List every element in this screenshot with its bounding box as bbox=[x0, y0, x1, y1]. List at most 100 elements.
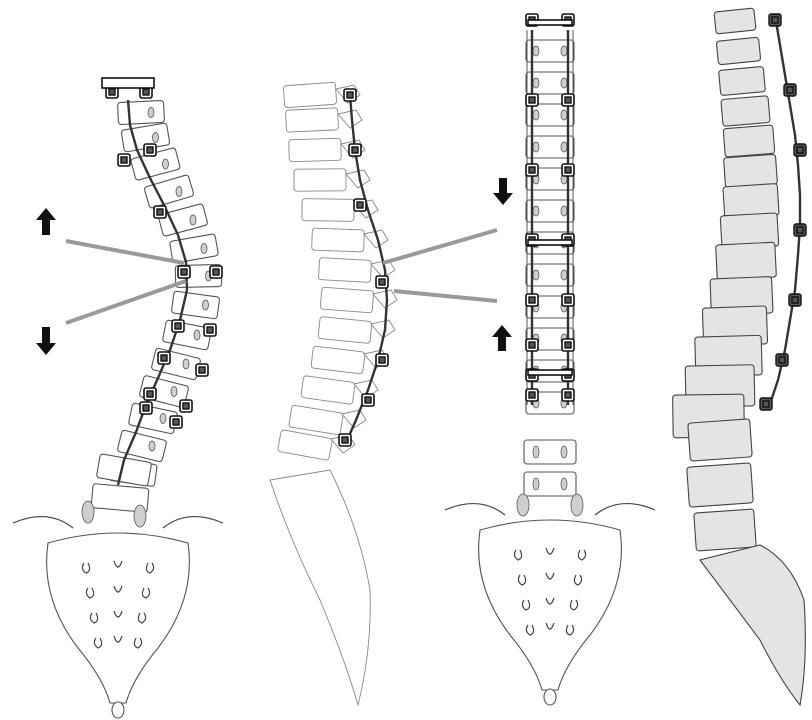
panel-coronal-curved bbox=[13, 78, 223, 718]
vertebra bbox=[117, 100, 164, 124]
vertebra-body bbox=[302, 199, 354, 222]
screw-set bbox=[157, 209, 163, 215]
screw-set bbox=[357, 202, 363, 208]
sacrum-lateral bbox=[270, 470, 370, 705]
sacral-ala-oval bbox=[134, 505, 146, 527]
screw-set bbox=[342, 437, 348, 443]
pedicle-screw-icon bbox=[769, 14, 781, 26]
sacral-ala-oval bbox=[82, 501, 94, 523]
screw-set bbox=[787, 87, 793, 93]
vertebra-body bbox=[289, 138, 342, 161]
pedicle-screw-icon bbox=[789, 294, 801, 306]
pedicle-oval bbox=[183, 359, 189, 369]
pedicle-oval bbox=[533, 270, 539, 280]
coccyx bbox=[112, 702, 124, 718]
sacrum-body bbox=[479, 520, 622, 690]
pedicle-oval bbox=[148, 108, 154, 118]
vertebra-lumbar bbox=[687, 463, 754, 507]
pedicle-screw-icon bbox=[210, 266, 222, 278]
pedicle-oval bbox=[533, 46, 539, 56]
pedicle-screw-icon bbox=[562, 339, 574, 351]
screw-set bbox=[529, 392, 535, 398]
pedicle-oval bbox=[160, 414, 166, 424]
pedicle-screw-icon bbox=[794, 144, 806, 156]
spinous-process bbox=[373, 290, 397, 308]
screw-set bbox=[529, 297, 535, 303]
screw-set bbox=[379, 357, 385, 363]
pedicle-oval bbox=[149, 441, 155, 451]
pedicle-screw-icon bbox=[172, 320, 184, 332]
screw-set bbox=[529, 167, 535, 173]
screw-set bbox=[565, 297, 571, 303]
pedicle-oval bbox=[561, 206, 567, 216]
vertebra-body bbox=[285, 108, 338, 133]
pedicle-screw-icon bbox=[118, 154, 130, 166]
vertebra-body bbox=[283, 82, 336, 108]
sacrum-body bbox=[47, 533, 190, 703]
cross-link bbox=[528, 20, 572, 25]
screw-set bbox=[173, 419, 179, 425]
screw-set bbox=[529, 342, 535, 348]
arrow-down-icon bbox=[493, 178, 513, 205]
pointer-line-upper-right bbox=[383, 230, 497, 263]
pedicle-screw-icon bbox=[180, 400, 192, 412]
screw-set bbox=[121, 157, 127, 163]
vertebra-body bbox=[716, 37, 761, 65]
vertebra-body bbox=[723, 125, 775, 157]
screw-set bbox=[213, 269, 219, 275]
cross-link bbox=[528, 370, 572, 375]
pointer-line-lower-right bbox=[394, 291, 497, 301]
pedicle-screw-icon bbox=[349, 144, 361, 156]
vertebra-lumbar bbox=[694, 509, 757, 551]
pedicle-screw-icon bbox=[204, 324, 216, 336]
vertebra-lumbar bbox=[524, 440, 576, 464]
screw-set bbox=[147, 147, 153, 153]
vertebra-body bbox=[301, 375, 356, 404]
screw-set bbox=[797, 227, 803, 233]
vertebra-body bbox=[289, 405, 344, 435]
screw-set bbox=[565, 392, 571, 398]
vertebra-body bbox=[312, 228, 365, 252]
pedicle-oval bbox=[561, 478, 567, 490]
pedicle-screw-icon bbox=[562, 164, 574, 176]
screw-set bbox=[797, 147, 803, 153]
pedicle-screw-icon bbox=[170, 416, 182, 428]
pedicle-oval bbox=[203, 300, 209, 310]
iliac-wing-left bbox=[445, 504, 505, 515]
panel-coronal-corrected bbox=[445, 14, 655, 705]
pedicle-oval bbox=[561, 78, 567, 88]
screw-set bbox=[181, 269, 187, 275]
pedicle-oval bbox=[194, 330, 200, 340]
pedicle-screw-icon bbox=[794, 224, 806, 236]
pedicle-oval bbox=[533, 78, 539, 88]
pedicle-oval bbox=[171, 387, 177, 397]
screw-set bbox=[143, 405, 149, 411]
pedicle-screw-icon bbox=[154, 206, 166, 218]
screw-set bbox=[763, 401, 769, 407]
pedicle-oval bbox=[533, 478, 539, 490]
vertebra-body bbox=[716, 242, 777, 280]
screw-set bbox=[565, 97, 571, 103]
vertebra-body bbox=[277, 429, 332, 460]
vertebra-body bbox=[721, 96, 770, 127]
vertebra bbox=[171, 291, 220, 319]
pedicle-screw-icon bbox=[562, 294, 574, 306]
pedicle-oval bbox=[153, 133, 159, 143]
pedicle-oval bbox=[533, 206, 539, 216]
pedicle-screw-icon bbox=[196, 364, 208, 376]
vertebra-body bbox=[719, 66, 766, 95]
arrow-down-icon bbox=[36, 327, 56, 355]
pedicle-screw-icon bbox=[354, 199, 366, 211]
sacral-ala-oval bbox=[517, 494, 529, 516]
panel-sagittal-corrected bbox=[673, 8, 806, 705]
arrow-up-icon bbox=[492, 325, 512, 351]
vertebra-lumbar bbox=[524, 472, 576, 496]
pedicle-oval bbox=[163, 159, 169, 169]
pedicle-oval bbox=[533, 446, 539, 458]
pedicle-oval bbox=[561, 446, 567, 458]
screw-set bbox=[183, 403, 189, 409]
screw-set bbox=[352, 147, 358, 153]
screw-set bbox=[565, 167, 571, 173]
screw-set bbox=[207, 327, 213, 333]
